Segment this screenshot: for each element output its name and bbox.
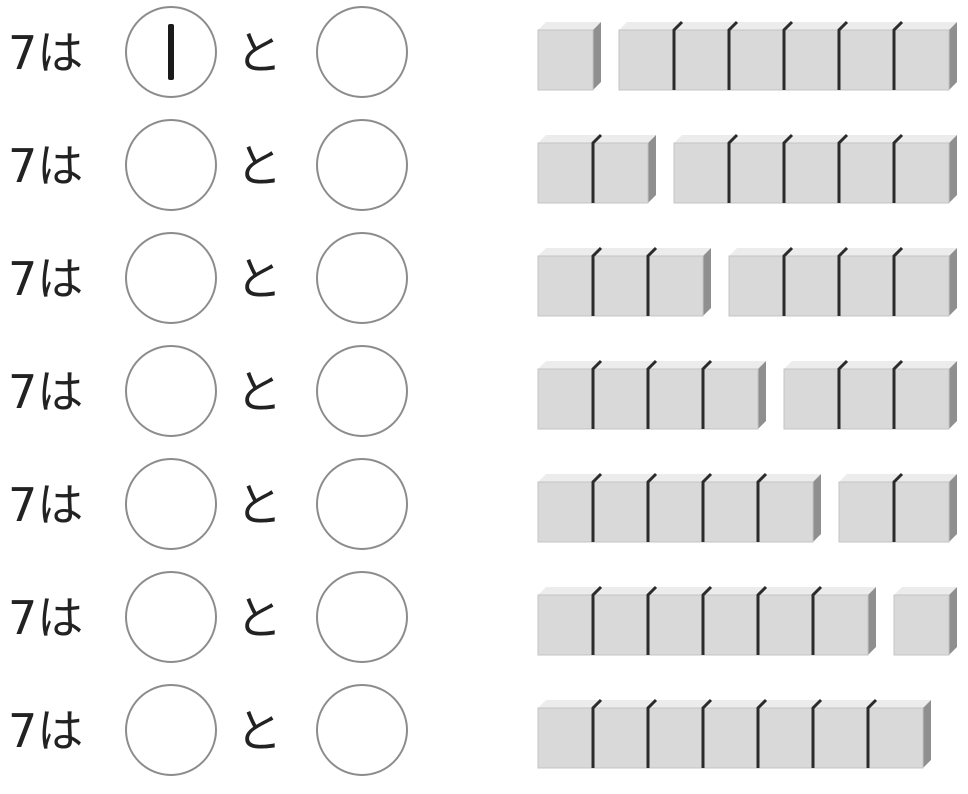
problem-row: 7はと xyxy=(0,452,968,562)
cube xyxy=(593,708,648,768)
cube xyxy=(784,369,839,429)
cube-groups xyxy=(0,339,968,449)
problem-row: 7はと xyxy=(0,678,968,788)
cube xyxy=(538,708,593,768)
cube xyxy=(894,143,949,203)
cube-group-first xyxy=(538,135,656,203)
cube-group-first xyxy=(538,474,821,542)
problem-row: 7はと xyxy=(0,226,968,336)
cube xyxy=(619,30,674,90)
problem-row: 7はと xyxy=(0,0,968,110)
cube xyxy=(538,30,593,90)
cube-groups xyxy=(0,0,968,110)
cube xyxy=(593,482,648,542)
cube xyxy=(674,30,729,90)
cube-group-first xyxy=(538,361,766,429)
cube xyxy=(703,482,758,542)
cube-group-first xyxy=(538,587,876,655)
cube xyxy=(593,143,648,203)
cube xyxy=(894,595,949,655)
cube xyxy=(868,708,923,768)
cube xyxy=(839,482,894,542)
cube xyxy=(894,482,949,542)
cube xyxy=(538,143,593,203)
cube-groups xyxy=(0,565,968,675)
cube-group-second xyxy=(729,248,957,316)
cube xyxy=(839,256,894,316)
cube xyxy=(839,369,894,429)
cube xyxy=(674,143,729,203)
problem-row: 7はと xyxy=(0,113,968,223)
cube xyxy=(703,595,758,655)
cube xyxy=(813,595,868,655)
cube xyxy=(538,595,593,655)
cube-group-second xyxy=(784,361,957,429)
cube xyxy=(894,256,949,316)
cube-groups xyxy=(0,452,968,562)
cube xyxy=(729,256,784,316)
cube xyxy=(648,482,703,542)
cube-group-second xyxy=(839,474,957,542)
cube xyxy=(758,708,813,768)
cube xyxy=(593,369,648,429)
problem-row: 7はと xyxy=(0,339,968,449)
cube xyxy=(784,30,839,90)
cube xyxy=(729,30,784,90)
cube xyxy=(593,595,648,655)
cube xyxy=(593,256,648,316)
cube xyxy=(784,143,839,203)
cube xyxy=(538,482,593,542)
cube-group-second xyxy=(894,587,957,655)
cube xyxy=(648,369,703,429)
cube xyxy=(894,369,949,429)
cube-group-second xyxy=(674,135,957,203)
cube-groups xyxy=(0,113,968,223)
cube xyxy=(703,369,758,429)
problem-row: 7はと xyxy=(0,565,968,675)
cube xyxy=(839,30,894,90)
cube xyxy=(648,708,703,768)
cube-groups xyxy=(0,226,968,336)
cube-group-first xyxy=(538,22,601,90)
cube xyxy=(703,708,758,768)
cube xyxy=(784,256,839,316)
cube xyxy=(648,595,703,655)
cube xyxy=(839,143,894,203)
cube xyxy=(758,595,813,655)
cube-group-second xyxy=(619,22,957,90)
cube xyxy=(894,30,949,90)
cube xyxy=(538,369,593,429)
cube xyxy=(813,708,868,768)
cube-group-first xyxy=(538,700,931,768)
cube-group-first xyxy=(538,248,711,316)
cube xyxy=(729,143,784,203)
cube-groups xyxy=(0,678,968,788)
cube xyxy=(758,482,813,542)
cube xyxy=(538,256,593,316)
cube xyxy=(648,256,703,316)
